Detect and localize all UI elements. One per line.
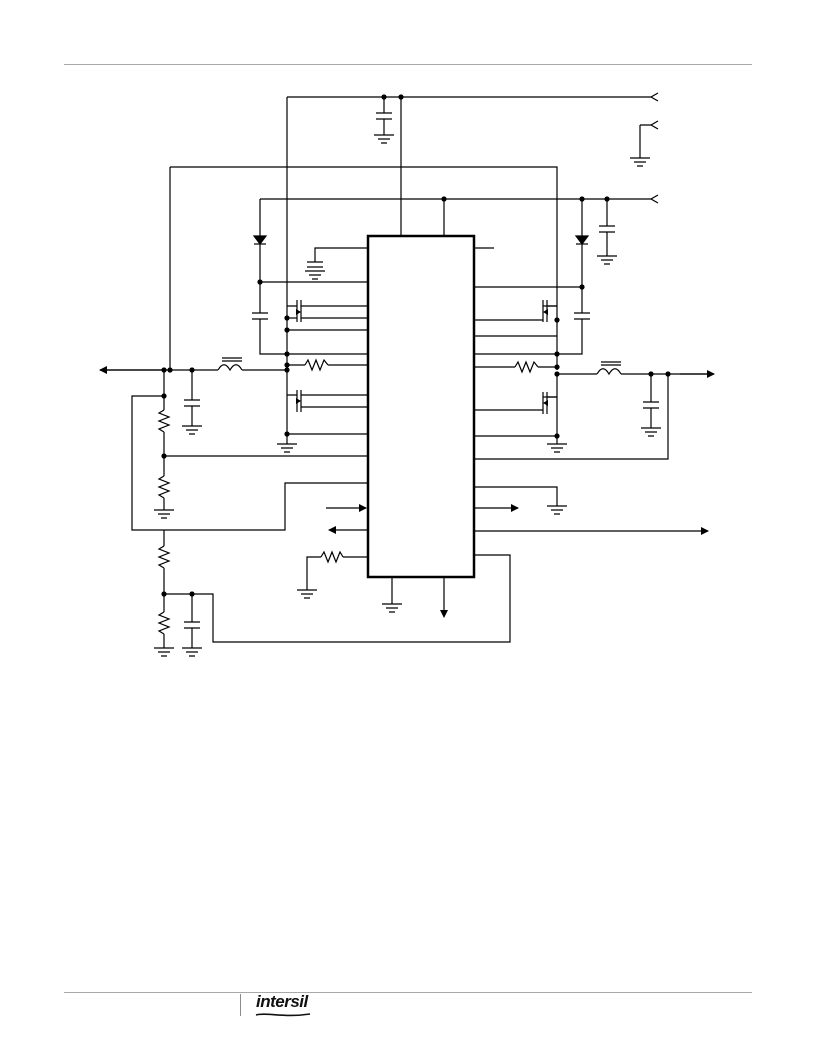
feedback-resistor-lower-left (157, 475, 171, 499)
decoupling-capacitor-top (374, 112, 394, 144)
footer-separator (240, 994, 241, 1016)
ground-icon-right-pin (547, 505, 567, 515)
controller-ic (366, 234, 476, 579)
header-rule (64, 64, 752, 65)
timing-resistor (320, 550, 344, 564)
mosfet-high-side-right (474, 300, 557, 322)
feedback-resistor-upper-left (157, 409, 171, 433)
output-inductor-left (217, 364, 243, 372)
feedback-loop-top (170, 166, 558, 306)
logo-underline-icon (255, 1013, 311, 1017)
mosfet-low-side-right (474, 392, 557, 414)
footer-rule (64, 992, 752, 993)
ground-icon-input-mid (630, 157, 650, 167)
gate-resistor-right (514, 360, 539, 374)
junction-dots (161, 94, 671, 597)
supply-terminal-icon (650, 194, 659, 204)
ground-icon-divider-left (154, 509, 174, 519)
decoupling-capacitor-supply (597, 225, 617, 265)
bootstrap-capacitor-left (252, 312, 268, 320)
ground-capacitor-ic-left (305, 261, 325, 280)
divider-resistor-upper-bottom (157, 545, 171, 569)
output-capacitor-right (641, 401, 661, 437)
gate-resistor-left (304, 358, 329, 372)
ground-icon-timing (297, 589, 317, 599)
intersil-logo: intersil (256, 992, 308, 1011)
ground-icon-divider-bottom (154, 647, 174, 657)
mosfet-low-side-left (287, 390, 368, 412)
ground-icon-low-side-right (547, 443, 567, 453)
bootstrap-capacitor-right (574, 312, 590, 320)
divider-resistor-lower-bottom (157, 611, 171, 635)
bootstrap-diode-right (574, 235, 590, 245)
input-terminal-top-icon (650, 92, 659, 102)
output-capacitor-left (182, 399, 202, 435)
ground-icon-low-side-left (277, 443, 297, 453)
bootstrap-diode-left (252, 235, 268, 245)
output-inductor-right (596, 368, 622, 376)
filter-capacitor-bottom (182, 621, 202, 657)
ground-icon-ic-bottom (382, 603, 402, 613)
